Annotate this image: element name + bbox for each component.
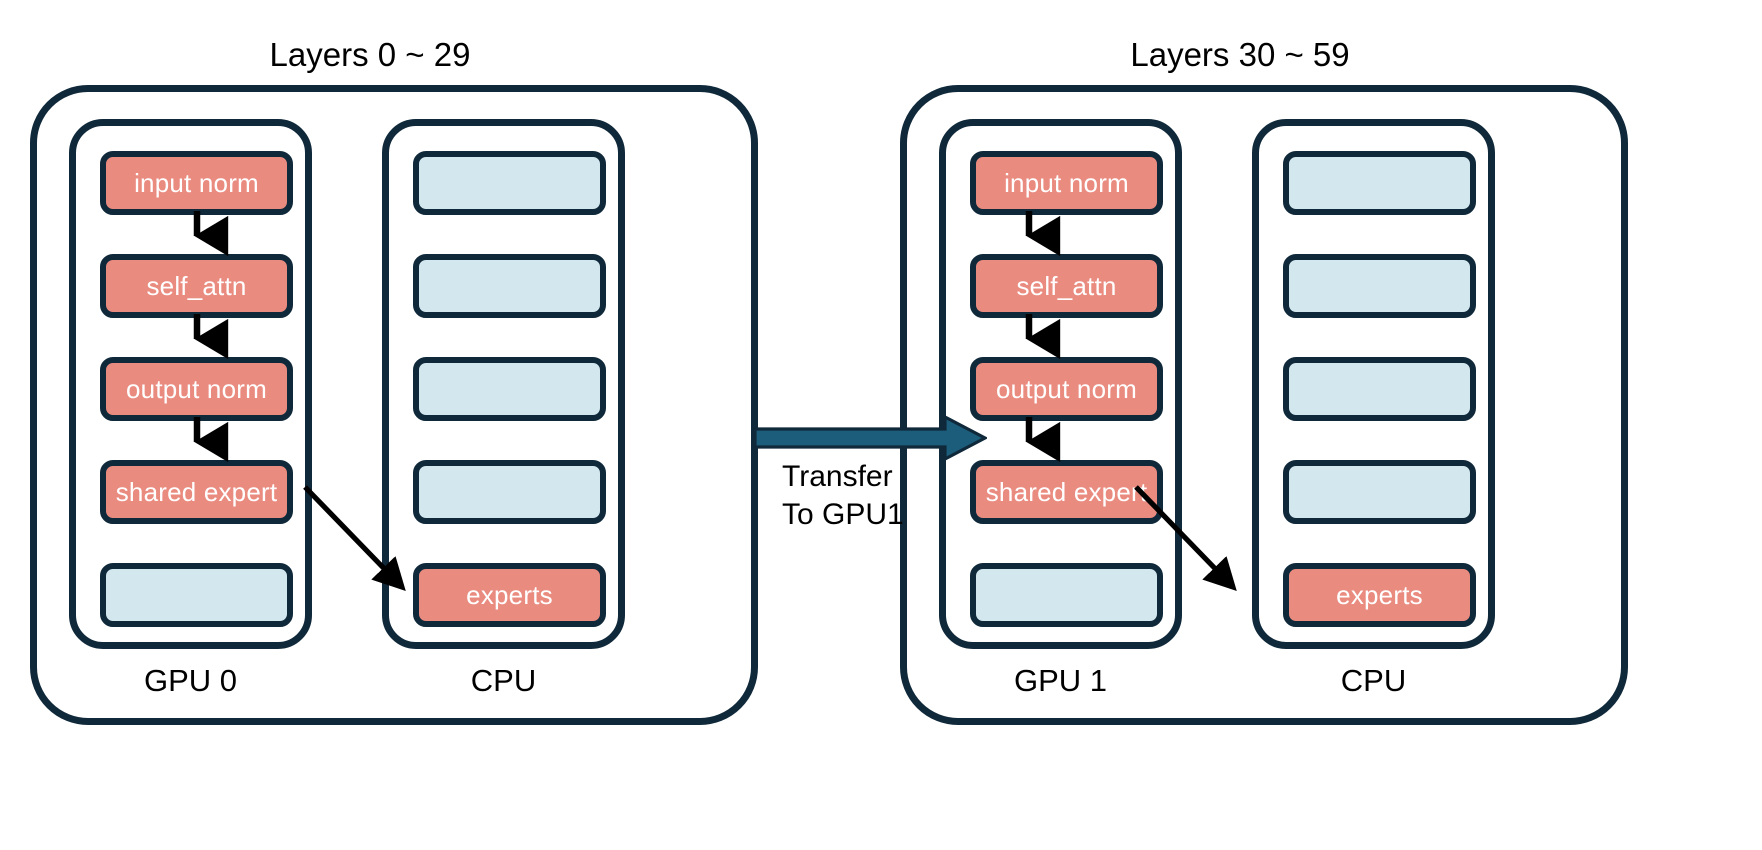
block-gpu1-shared-expert[interactable]: shared expert <box>970 460 1163 524</box>
block-cpu1-idle-slot-2 <box>1283 254 1476 318</box>
group-title-left: Layers 0 ~ 29 <box>269 36 471 73</box>
panel-gpu1: input norm self_attn output norm shared … <box>939 119 1182 649</box>
block-gpu1-input-norm[interactable]: input norm <box>970 151 1163 215</box>
block-gpu1-output-norm[interactable]: output norm <box>970 357 1163 421</box>
transfer-to-gpu1-arrow <box>755 415 987 461</box>
panel-gpu0: input norm self_attn output norm shared … <box>69 119 312 649</box>
block-cpu0-idle-slot-1 <box>413 151 606 215</box>
footer-cpu1: CPU <box>1340 663 1407 698</box>
block-cpu0-idle-slot-3 <box>413 357 606 421</box>
transfer-arrow-shape <box>755 415 987 461</box>
block-gpu0-input-norm[interactable]: input norm <box>100 151 293 215</box>
transfer-label-line2: To GPU1 <box>782 498 904 531</box>
block-cpu1-idle-slot-4 <box>1283 460 1476 524</box>
block-cpu0-idle-slot-2 <box>413 254 606 318</box>
panel-cpu1: experts <box>1252 119 1495 649</box>
block-cpu1-idle-slot-1 <box>1283 151 1476 215</box>
block-gpu1-self-attn[interactable]: self_attn <box>970 254 1163 318</box>
block-cpu1-experts[interactable]: experts <box>1283 563 1476 627</box>
block-cpu1-idle-slot-3 <box>1283 357 1476 421</box>
block-gpu0-shared-expert[interactable]: shared expert <box>100 460 293 524</box>
block-gpu0-idle-slot <box>100 563 293 627</box>
footer-cpu0: CPU <box>470 663 537 698</box>
group-title-right: Layers 30 ~ 59 <box>1130 36 1350 73</box>
footer-gpu0: GPU 0 <box>143 663 238 698</box>
footer-gpu1: GPU 1 <box>1013 663 1108 698</box>
device-group-left: input norm self_attn output norm shared … <box>30 85 758 725</box>
device-group-right: input norm self_attn output norm shared … <box>900 85 1628 725</box>
block-gpu1-idle-slot <box>970 563 1163 627</box>
block-cpu0-idle-slot-4 <box>413 460 606 524</box>
block-gpu0-self-attn[interactable]: self_attn <box>100 254 293 318</box>
transfer-label-line1: Transfer <box>782 460 893 493</box>
block-cpu0-experts[interactable]: experts <box>413 563 606 627</box>
panel-cpu0: experts <box>382 119 625 649</box>
block-gpu0-output-norm[interactable]: output norm <box>100 357 293 421</box>
